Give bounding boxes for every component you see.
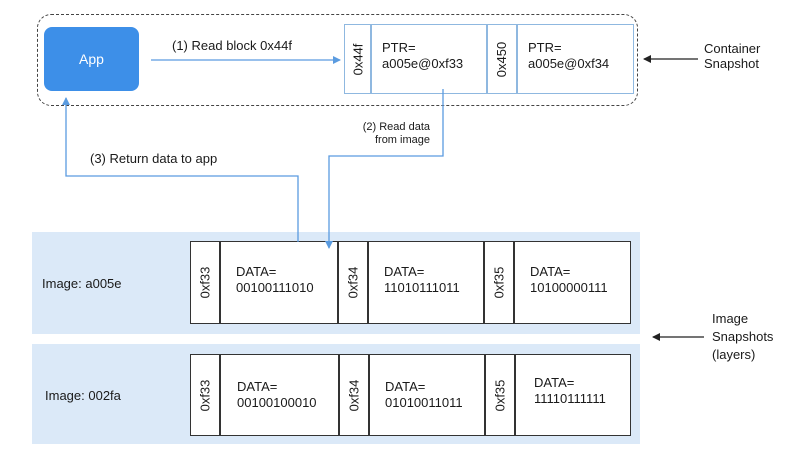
- container-label-line2: Snapshot: [704, 56, 759, 71]
- data-label: DATA=: [530, 264, 571, 279]
- image-block-data: DATA= 11010111011: [368, 241, 484, 324]
- ptr-value: a005e@0xf33: [382, 56, 464, 71]
- data-label: DATA=: [385, 379, 426, 394]
- data-label: DATA=: [534, 375, 575, 390]
- image-block-id: 0xf33: [190, 354, 220, 436]
- image-block-data: DATA= 00100111010: [220, 241, 338, 324]
- data-value: 00100100010: [237, 395, 317, 410]
- image-label: Image: a005e: [42, 276, 122, 291]
- container-block-id-0: 0x44f: [344, 24, 371, 94]
- image-snapshots-line1: Image: [712, 311, 749, 326]
- app-box: App: [44, 27, 139, 91]
- image-block-id: 0xf34: [339, 354, 369, 436]
- step-read-block-label: (1) Read block 0x44f: [172, 38, 292, 53]
- image-block-id: 0xf33: [190, 241, 220, 324]
- step-read-data-line1: (2) Read data: [362, 121, 430, 133]
- step-read-data-label: (2) Read data from image: [340, 121, 430, 147]
- container-snapshot-group: [37, 14, 638, 106]
- data-label: DATA=: [236, 264, 277, 279]
- image-block-id: 0xf35: [484, 241, 514, 324]
- data-value: 10100000111: [530, 280, 608, 295]
- data-value: 11110111111: [534, 391, 606, 406]
- container-snapshot-label: Container Snapshot: [704, 41, 760, 71]
- image-block-id: 0xf35: [485, 354, 515, 436]
- image-block-data: DATA= 11110111111: [515, 354, 631, 436]
- data-label: DATA=: [384, 264, 425, 279]
- container-block-ptr-1: PTR= a005e@0xf34: [517, 24, 634, 94]
- container-block-ptr-0: PTR= a005e@0xf33: [371, 24, 487, 94]
- app-label: App: [79, 51, 104, 67]
- image-snapshots-label: Image Snapshots (layers): [712, 310, 773, 364]
- ptr-label: PTR=: [528, 40, 562, 55]
- ptr-label: PTR=: [382, 40, 416, 55]
- return-data-arrow: [62, 97, 299, 242]
- data-value: 00100111010: [236, 280, 314, 295]
- data-label: DATA=: [237, 379, 278, 394]
- container-label-line1: Container: [704, 41, 761, 56]
- image-block-id: 0xf34: [338, 241, 368, 324]
- read-data-arrow: [325, 89, 444, 249]
- step-return-data-label: (3) Return data to app: [90, 151, 218, 166]
- ptr-value: a005e@0xf34: [528, 56, 610, 71]
- image-block-data: DATA= 01010011011: [369, 354, 485, 436]
- image-snapshots-line2: Snapshots: [712, 329, 774, 344]
- image-block-data: DATA= 10100000111: [514, 241, 631, 324]
- container-block-id-1: 0x450: [487, 24, 517, 94]
- image-label: Image: 002fa: [45, 388, 121, 403]
- image-block-data: DATA= 00100100010: [220, 354, 339, 436]
- data-value: 01010011011: [385, 395, 463, 410]
- image-snapshots-line3: (layers): [712, 347, 756, 362]
- data-value: 11010111011: [384, 280, 460, 295]
- step-read-data-line2: from image: [374, 134, 430, 146]
